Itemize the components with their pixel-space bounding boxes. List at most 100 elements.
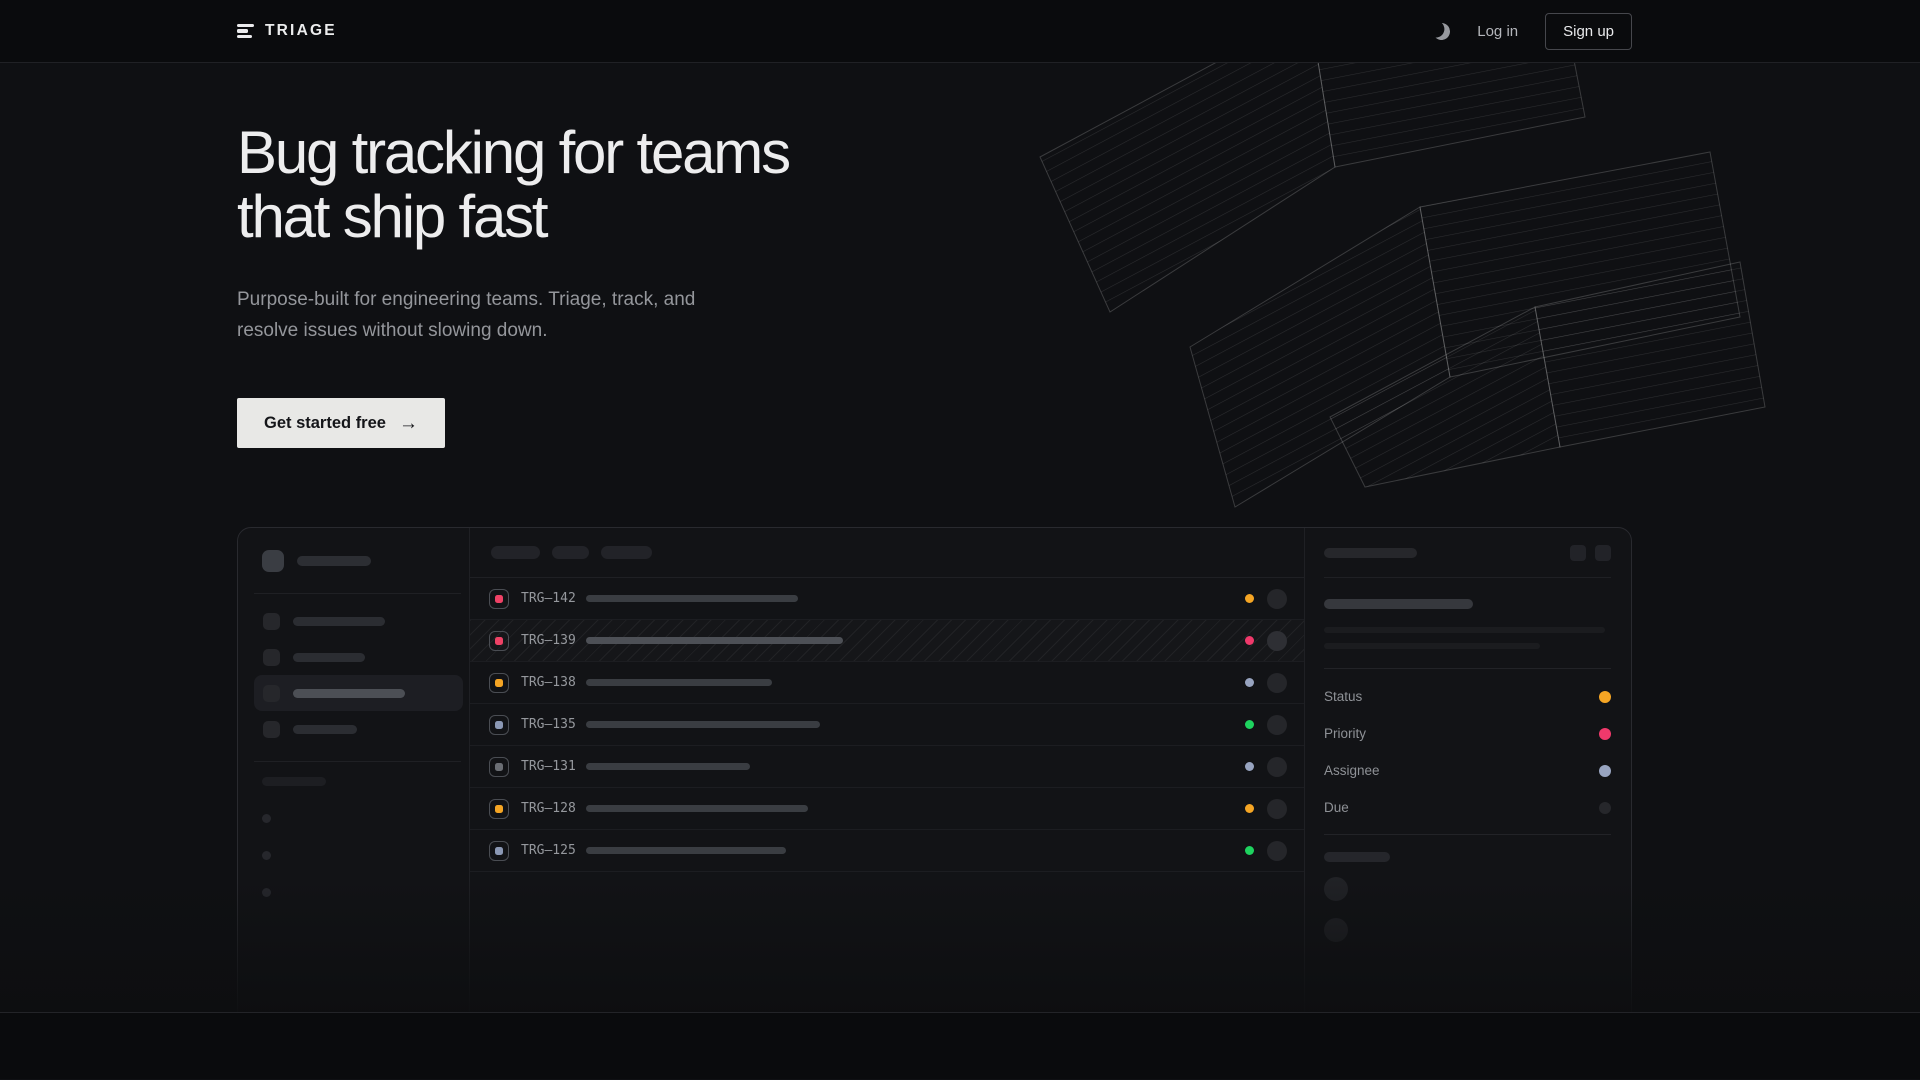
issue-id: TRG–135: [521, 717, 576, 732]
issue-avatar: [1267, 714, 1287, 735]
issue-id: TRG–139: [521, 633, 576, 648]
triage-logo-icon: [237, 23, 254, 39]
panel-text-skeleton: [1324, 643, 1540, 649]
issue-avatar: [1267, 798, 1287, 819]
field-label: Due: [1324, 800, 1349, 815]
issue-avatar: [1267, 588, 1287, 609]
footer-section: [0, 1013, 1920, 1079]
issue-title-skeleton: [586, 595, 798, 602]
issue-avatar: [1267, 840, 1287, 861]
detail-field-row: Status: [1324, 678, 1611, 715]
cta-label: Get started free: [264, 413, 386, 432]
filter-chip-skeleton: [552, 546, 589, 559]
issue-status-dot: [1245, 678, 1254, 687]
filter-chip-skeleton: [601, 546, 652, 559]
field-value-dot: [1599, 727, 1611, 740]
sidebar-divider: [254, 761, 461, 762]
issue-id: TRG–128: [521, 801, 576, 816]
issue-avatar: [1267, 630, 1287, 651]
field-value-dot: [1599, 801, 1611, 814]
issue-title-skeleton: [586, 847, 786, 854]
issue-title-skeleton: [586, 637, 843, 644]
issue-row: TRG–131: [470, 746, 1304, 788]
issue-priority-icon: [489, 714, 509, 735]
detail-field-row: Due: [1324, 789, 1611, 826]
sidebar-dot: [262, 888, 271, 897]
issue-title-skeleton: [586, 679, 772, 686]
issue-row: TRG–125: [470, 830, 1304, 872]
panel-header-skeleton: [1324, 528, 1611, 578]
field-label: Priority: [1324, 726, 1367, 741]
hero-title-line2: that ship fast: [237, 183, 549, 250]
hero-subtitle: Purpose-built for engineering teams. Tri…: [237, 289, 696, 341]
field-value-dot: [1599, 690, 1611, 703]
panel-section-skeleton: [1324, 852, 1390, 862]
sidebar-divider: [254, 593, 461, 594]
hero-title: Bug tracking for teams that ship fast: [237, 121, 1632, 249]
sidebar-nav-skeleton: [254, 603, 463, 747]
mockup-detail-panel: Status Priority Assignee Due: [1305, 528, 1631, 1012]
issue-status-dot: [1245, 594, 1254, 603]
field-value-dot: [1599, 764, 1611, 777]
issue-title-skeleton: [586, 805, 808, 812]
issue-id: TRG–138: [521, 675, 576, 690]
hero-title-line1: Bug tracking for teams: [237, 119, 791, 186]
signup-button[interactable]: Sign up: [1545, 12, 1632, 50]
issue-priority-icon: [489, 630, 509, 651]
field-label: Assignee: [1324, 763, 1380, 778]
moon-icon[interactable]: [1432, 21, 1452, 41]
panel-divider: [1324, 834, 1611, 835]
avatar: [1324, 918, 1348, 942]
issue-status-dot: [1245, 804, 1254, 813]
brand-name: TRIAGE: [265, 22, 337, 39]
app-mockup-card: TRG–142 TRG–139 TRG–138 TRG–135: [237, 527, 1632, 1012]
workspace-switcher-skeleton: [262, 550, 455, 572]
navbar: TRIAGE Log in Sign up: [0, 0, 1920, 63]
mockup-sidebar: [238, 528, 470, 1012]
issue-list: TRG–142 TRG–139 TRG–138 TRG–135: [470, 578, 1304, 872]
avatar: [1324, 877, 1348, 901]
issue-id: TRG–142: [521, 591, 576, 606]
detail-field-row: Assignee: [1324, 752, 1611, 789]
hero-section: Bug tracking for teams that ship fast Pu…: [0, 63, 1920, 1013]
sidebar-section-skeleton: [262, 777, 326, 786]
sidebar-item: [254, 639, 463, 675]
issue-priority-icon: [489, 672, 509, 693]
issue-status-dot: [1245, 762, 1254, 771]
issue-status-dot: [1245, 720, 1254, 729]
issue-priority-icon: [489, 798, 509, 819]
issue-priority-icon: [489, 840, 509, 861]
issue-avatar: [1267, 756, 1287, 777]
panel-action-icon: [1570, 544, 1586, 561]
issue-row: TRG–139: [470, 620, 1304, 662]
issue-row: TRG–142: [470, 578, 1304, 620]
issue-avatar: [1267, 672, 1287, 693]
list-header-skeleton: [470, 528, 1304, 578]
sidebar-item: [254, 603, 463, 639]
panel-divider: [1324, 668, 1611, 669]
issue-row: TRG–138: [470, 662, 1304, 704]
panel-title-skeleton: [1324, 599, 1473, 609]
issue-priority-icon: [489, 756, 509, 777]
login-link[interactable]: Log in: [1477, 22, 1519, 40]
arrow-right-icon: →: [398, 412, 418, 434]
mockup-issue-list-column: TRG–142 TRG–139 TRG–138 TRG–135: [470, 528, 1305, 1012]
brand-logo[interactable]: TRIAGE: [237, 22, 337, 40]
issue-row: TRG–135: [470, 704, 1304, 746]
issue-priority-icon: [489, 588, 509, 609]
workspace-icon: [262, 550, 284, 572]
field-label: Status: [1324, 689, 1363, 704]
get-started-button[interactable]: Get started free →: [237, 398, 445, 448]
detail-field-row: Priority: [1324, 715, 1611, 752]
issue-title-skeleton: [586, 763, 750, 770]
sidebar-item-active: [254, 675, 463, 711]
issue-status-dot: [1245, 636, 1254, 645]
field-list: Status Priority Assignee Due: [1324, 678, 1611, 826]
sidebar-dot: [262, 851, 271, 860]
issue-title-skeleton: [586, 721, 820, 728]
sidebar-item: [254, 711, 463, 747]
issue-id: TRG–125: [521, 843, 576, 858]
issue-id: TRG–131: [521, 759, 576, 774]
wireframe-slabs-decoration: [1039, 63, 1766, 508]
sidebar-dot: [262, 814, 271, 823]
